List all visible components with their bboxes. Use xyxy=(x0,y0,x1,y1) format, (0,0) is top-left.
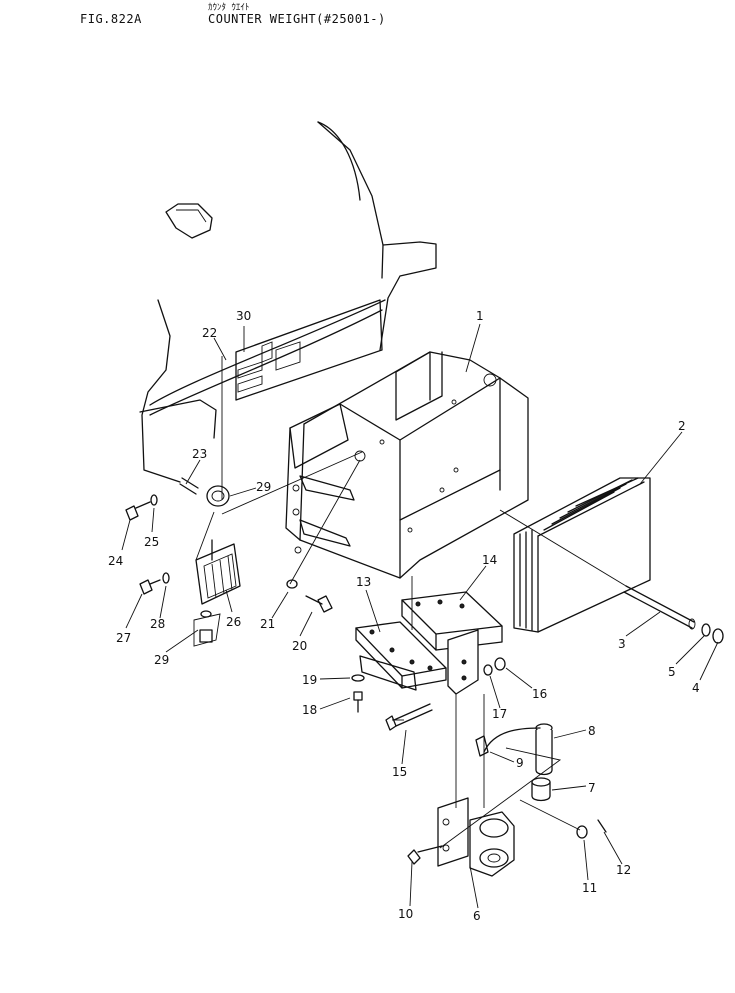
callout-19: 19 xyxy=(302,673,317,687)
callout-13: 13 xyxy=(356,575,371,589)
callout-5: 5 xyxy=(668,665,676,679)
callout-16: 16 xyxy=(532,687,547,701)
callout-17: 17 xyxy=(492,707,507,721)
callout-7: 7 xyxy=(588,781,596,795)
grommet-29 xyxy=(193,485,230,647)
callout-26: 26 xyxy=(226,615,241,629)
callout-12: 12 xyxy=(616,863,631,877)
pin-8 xyxy=(535,723,553,776)
callout-4: 4 xyxy=(692,681,700,695)
callout-9: 9 xyxy=(516,756,524,770)
bushing-7 xyxy=(531,777,551,802)
callout-3: 3 xyxy=(618,637,626,651)
callout-8: 8 xyxy=(588,724,596,738)
callout-27: 27 xyxy=(116,631,131,645)
hitch-6 xyxy=(437,797,515,877)
weight-plates xyxy=(513,477,651,633)
leader-lines xyxy=(121,323,719,909)
callout-15: 15 xyxy=(392,765,407,779)
callout-14: 14 xyxy=(482,553,497,567)
assembly-lines xyxy=(195,356,627,849)
callout-18: 18 xyxy=(302,703,317,717)
guard-26 xyxy=(195,539,241,605)
callout-10: 10 xyxy=(398,907,413,921)
callout-29-lower: 29 xyxy=(154,653,169,667)
callout-labels: 1 2 3 4 5 6 7 8 9 10 11 12 13 14 15 16 1… xyxy=(108,309,700,923)
callout-20: 20 xyxy=(292,639,307,653)
callout-29-upper: 29 xyxy=(256,480,271,494)
callout-30: 30 xyxy=(236,309,251,323)
chain-9 xyxy=(475,727,541,757)
callout-28: 28 xyxy=(150,617,165,631)
tie-rod xyxy=(623,585,724,644)
bracket-14 xyxy=(401,591,503,695)
machine-body xyxy=(139,121,437,483)
callout-22: 22 xyxy=(202,326,217,340)
callout-6: 6 xyxy=(473,909,481,923)
exhaust-cap xyxy=(165,203,213,239)
counterweight-frame xyxy=(285,351,529,579)
title-kana: ｶｳﾝﾀ ｳｴｲﾄ xyxy=(208,3,250,13)
callout-25: 25 xyxy=(144,535,159,549)
callout-2: 2 xyxy=(678,419,686,433)
callout-24: 24 xyxy=(108,554,123,568)
diagram-title: COUNTER WEIGHT(#25001-) xyxy=(208,12,386,26)
callout-23: 23 xyxy=(192,447,207,461)
fasteners xyxy=(125,477,607,865)
callout-11: 11 xyxy=(582,881,597,895)
figure-number: FIG.822A xyxy=(80,12,142,26)
callout-21: 21 xyxy=(260,617,275,631)
bracket-13 xyxy=(355,621,447,691)
callout-1: 1 xyxy=(476,309,484,323)
